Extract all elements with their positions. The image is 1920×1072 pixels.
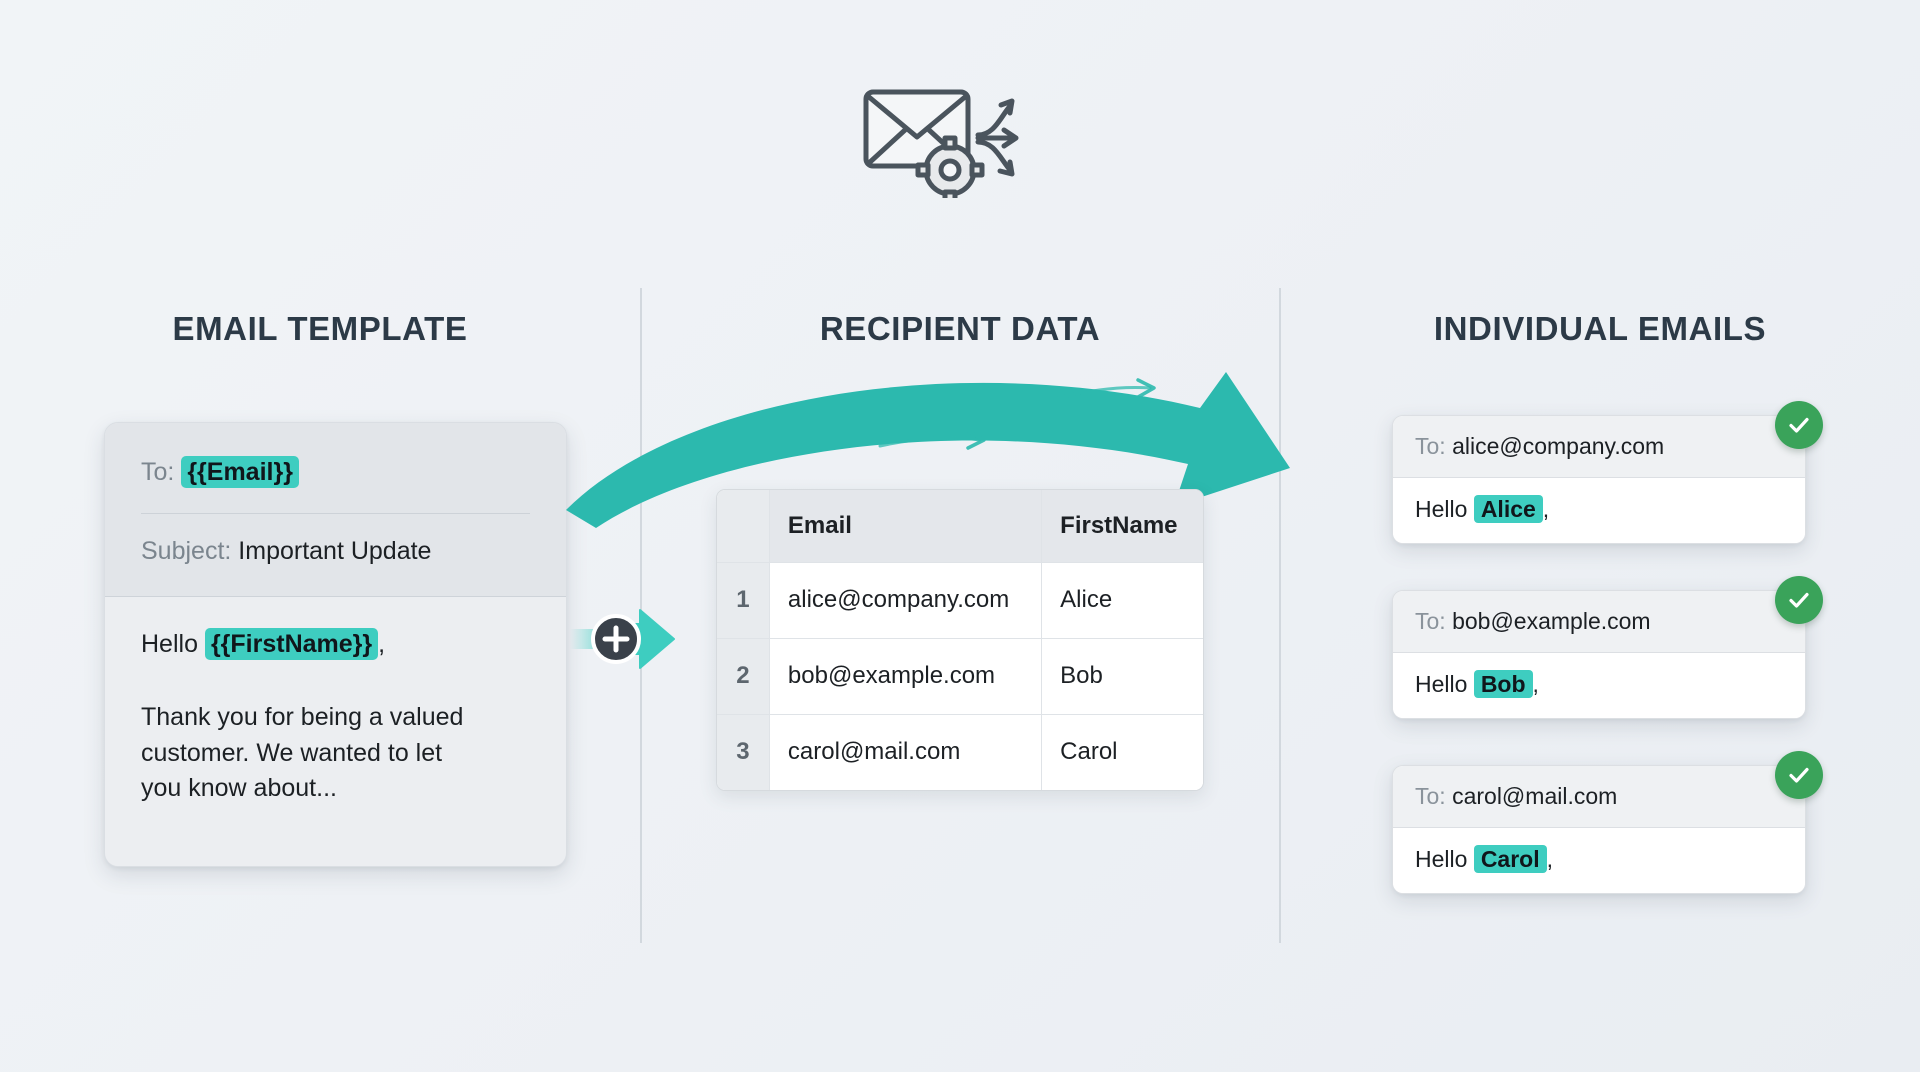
email-card-greeting-prefix: Hello [1415,671,1468,697]
row-email[interactable]: carol@mail.com [769,714,1043,790]
template-greeting-row: Hello {{FirstName}}, [141,627,530,663]
email-template-body: Hello {{FirstName}}, Thank you for being… [105,597,566,807]
email-card-recipient: carol@mail.com [1452,783,1618,809]
email-card-body: Hello Bob, [1393,653,1805,718]
email-card-header: To: carol@mail.com [1393,766,1805,828]
email-template-card[interactable]: To: {{Email}} Subject: Important Update … [104,422,567,867]
merge-node[interactable] [570,600,700,678]
check-icon [1789,767,1809,783]
template-paragraph: Thank you for being a valued customer. W… [141,703,464,802]
check-circle-icon [1775,751,1823,799]
individual-email-card[interactable]: To: carol@mail.com Hello Carol, [1392,765,1806,894]
row-email[interactable]: alice@company.com [769,562,1043,639]
email-card-to-label: To: [1415,608,1446,634]
recipient-data-table[interactable]: Email FirstName 1 alice@company.com Alic… [716,489,1204,791]
arrow-right-small-icon [1056,386,1152,400]
individual-email-card[interactable]: To: bob@example.com Hello Bob, [1392,590,1806,719]
email-card-greeting-prefix: Hello [1415,846,1468,872]
check-icon [1789,592,1809,608]
row-email[interactable]: bob@example.com [769,638,1043,715]
email-card-to-label: To: [1415,783,1446,809]
column-heading-individual-emails: INDIVIDUAL EMAILS [1433,310,1767,347]
column-divider-right [1279,288,1281,943]
email-card-greeting-suffix: , [1542,496,1550,522]
table-header-firstname: FirstName [1041,490,1203,563]
row-index: 1 [717,562,770,639]
email-card-greeting-prefix: Hello [1415,496,1468,522]
email-card-recipient: alice@company.com [1452,433,1665,459]
plus-icon [602,625,630,653]
column-heading-email-template: EMAIL TEMPLATE [172,310,468,347]
email-card-body: Hello Alice, [1393,478,1805,543]
email-card-name-token: Alice [1473,495,1543,523]
email-card-greeting-suffix: , [1532,671,1539,697]
table-row[interactable]: 2 bob@example.com Bob [717,638,1203,715]
template-subject-value: Important Update [238,537,432,566]
template-header-divider [141,513,530,515]
email-card-to-label: To: [1415,433,1446,459]
table-header-email: Email [769,490,1043,563]
template-greeting-prefix: Hello [141,629,198,658]
table-header-row: Email FirstName [717,490,1203,563]
email-card-header: To: bob@example.com [1393,591,1805,653]
template-greeting-suffix: , [378,629,386,658]
email-card-name-token: Bob [1473,670,1533,698]
email-card-recipient: bob@example.com [1452,608,1651,634]
email-card-greeting-suffix: , [1546,846,1553,872]
row-firstname[interactable]: Carol [1041,714,1203,790]
template-to-label: To: [141,458,175,486]
check-circle-icon [1775,401,1823,449]
check-icon [1789,417,1809,433]
email-card-body: Hello Carol, [1393,828,1805,893]
check-circle-icon [1775,576,1823,624]
template-firstname-token: {{FirstName}} [204,627,379,660]
email-template-header: To: {{Email}} Subject: Important Update [105,423,566,597]
row-index: 3 [717,714,770,790]
email-card-name-token: Carol [1473,845,1547,873]
template-email-token: {{Email}} [181,456,299,488]
template-to-row: To: {{Email}} [141,456,530,488]
column-heading-recipient-data: RECIPIENT DATA [819,310,1101,347]
table-header-index [717,490,770,563]
individual-email-card[interactable]: To: alice@company.com Hello Alice, [1392,415,1806,544]
arrow-right-small-icon [878,436,982,448]
row-firstname[interactable]: Alice [1041,562,1203,639]
row-firstname[interactable]: Bob [1041,638,1203,715]
row-index: 2 [717,638,770,715]
email-card-header: To: alice@company.com [1393,416,1805,478]
template-subject-row: Subject: Important Update [141,536,530,567]
envelope-gear-arrows-icon [863,89,1019,198]
table-row[interactable]: 1 alice@company.com Alice [717,562,1203,639]
table-row[interactable]: 3 carol@mail.com Carol [717,714,1203,790]
template-subject-label: Subject: [141,537,232,566]
